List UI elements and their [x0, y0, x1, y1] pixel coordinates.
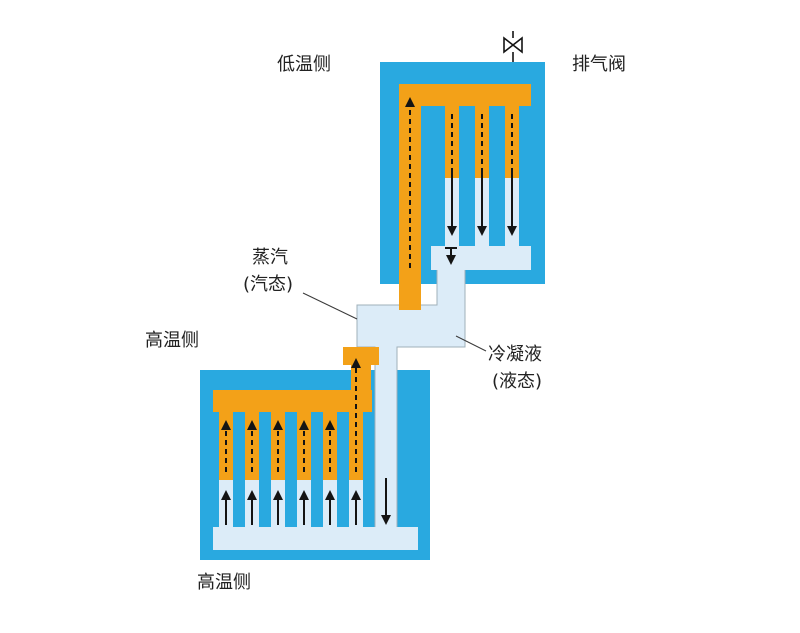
label-condensate: 冷凝液 — [488, 344, 542, 365]
exhaust-valve-icon — [503, 31, 523, 62]
upper-condensate-footer — [431, 246, 531, 270]
lower-vapor-outlet-flange — [343, 347, 379, 365]
label-high-temp-side: 高温侧 — [145, 330, 199, 351]
label-low-temp-side: 低温侧 — [277, 54, 331, 75]
upper-vapor-riser-column — [399, 84, 421, 310]
label-high-temp-side-bottom: 高温侧 — [197, 572, 251, 593]
upper-vapor-header — [399, 84, 531, 106]
label-steam-state: (汽态) — [243, 274, 293, 295]
label-steam: 蒸汽 — [252, 247, 288, 268]
lower-liquid-footer — [213, 527, 418, 550]
condensate-leader-line — [455, 335, 487, 352]
lower-vapor-outlet-stub — [351, 364, 371, 392]
label-exhaust-valve: 排气阀 — [572, 54, 626, 75]
steam-leader-line — [302, 292, 358, 320]
lower-vapor-header — [213, 390, 372, 412]
lower-finger-vapor-6 — [349, 412, 363, 480]
label-condensate-state: (液态) — [492, 371, 542, 392]
